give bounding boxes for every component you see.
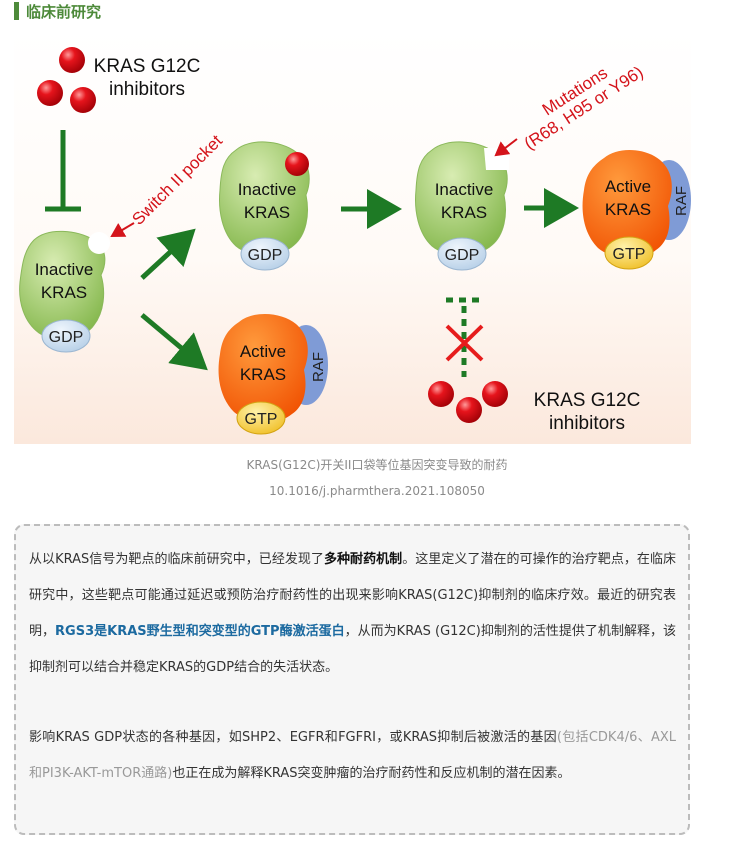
rgs3-highlight: RGS3是KRAS野生型和突变型的GTP酶激活蛋白 (55, 624, 345, 639)
inactive-kras-mutant: Inactive KRAS GDP (415, 141, 509, 271)
gdp-label-bound: GDP (248, 247, 283, 264)
content-textbox: 从以KRAS信号为靶点的临床前研究中，已经发现了多种耐药机制。这里定义了潜在的可… (14, 524, 690, 835)
inactive-kras-bound-label2: KRAS (244, 203, 290, 222)
inhibitor-label-bottom-line2: inhibitors (549, 413, 625, 434)
inhibition-bar-icon (45, 130, 81, 212)
resistance-diagram: KRAS G12C inhibitors Inactive KRAS GDP S… (14, 30, 691, 444)
diagram-background (14, 30, 691, 444)
paragraph-1: 从以KRAS信号为靶点的临床前研究中，已经发现了多种耐药机制。这里定义了潜在的可… (29, 542, 676, 686)
raf-bottom-label: RAF (310, 352, 327, 382)
active-kras-bottom-label2: KRAS (240, 365, 286, 384)
inactive-kras-mutant-label1: Inactive (435, 180, 494, 199)
active-kras-bottom-label1: Active (240, 342, 286, 361)
inactive-kras-left: Inactive KRAS GDP (19, 230, 110, 353)
gdp-label-left: GDP (49, 329, 84, 346)
figure-caption: KRAS(G12C)开关II口袋等位基因突变导致的耐药 (246, 458, 508, 472)
section-title: 临床前研究 (26, 2, 102, 21)
paragraph-1-part-e: ，从而为KRAS (G12C)抑制剂的活性提供了机制解释，该抑制剂可以结合并稳定… (29, 624, 676, 675)
paragraph-2: 影响KRAS GDP状态的各种基因，如SHP2、EGFR和FGFRI，或KRAS… (29, 720, 676, 792)
section-header-bar (14, 2, 19, 20)
arrow-to-inactive-bound (140, 228, 196, 280)
inhibitor-label-top-line1: KRAS G12C (94, 56, 201, 77)
figure-doi: 10.1016/j.pharmthera.2021.108050 (269, 484, 485, 498)
inhibitor-molecules-top (37, 47, 96, 113)
inhibitor-label-bottom-line1: KRAS G12C (534, 390, 641, 411)
paragraph-2-part-c: 也正在成为解释KRAS突变肿瘤的治疗耐药性和反应机制的潜在因素。 (172, 766, 571, 781)
gtp-label-bottom: GTP (245, 411, 278, 428)
resistance-mechanisms-highlight: 多种耐药机制 (323, 552, 403, 567)
inactive-kras-left-label2: KRAS (41, 283, 87, 302)
arrow-to-active-bottom (140, 313, 208, 371)
inhibitor-label-top-line2: inhibitors (109, 79, 185, 100)
section-header: 临床前研究 (14, 0, 101, 22)
active-kras-right-label1: Active (605, 177, 651, 196)
switch-pocket-arrow (110, 222, 135, 238)
inhibitor-molecules-bottom (428, 381, 508, 423)
inactive-kras-mutant-label2: KRAS (441, 203, 487, 222)
raf-right-label: RAF (673, 186, 690, 216)
mutations-arrow (494, 138, 518, 157)
gdp-label-mutant: GDP (445, 247, 480, 264)
inactive-kras-bound: Inactive KRAS GDP (219, 141, 310, 271)
inactive-kras-left-label1: Inactive (35, 260, 94, 279)
paragraph-1-part-c: 。这里定义了潜在的可操作的治疗靶点，在临床研究中，这些靶点可能通过延迟或预防治疗… (29, 552, 676, 639)
blocked-inhibition-icon (445, 297, 484, 377)
active-kras-right-label2: KRAS (605, 200, 651, 219)
active-kras-bottom: Active KRAS RAF GTP (218, 313, 328, 435)
active-kras-right: Active KRAS RAF GTP (582, 149, 691, 270)
gtp-label-right: GTP (613, 246, 646, 263)
paragraph-2-part-a: 影响KRAS GDP状态的各种基因，如SHP2、EGFR和FGFRI，或KRAS… (29, 730, 557, 745)
bound-inhibitor-molecule (285, 152, 309, 176)
pathway-list-note: (包括CDK4/6、AXL和PI3K-AKT-mTOR通路) (29, 730, 676, 781)
inactive-kras-bound-label1: Inactive (238, 180, 297, 199)
paragraph-1-part-a: 从以KRAS信号为靶点的临床前研究中，已经发现了 (29, 552, 324, 567)
